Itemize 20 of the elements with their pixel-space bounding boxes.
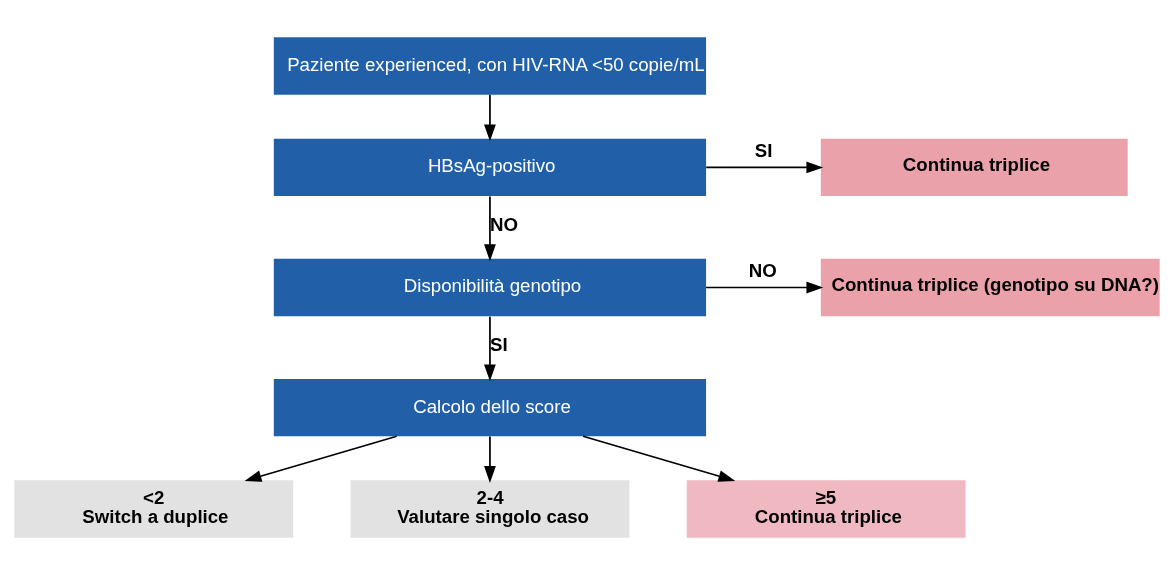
node-box: <2 Switch a duplice	[14, 480, 294, 538]
node-box: Continua triplice (genotipo su DNA?)	[820, 258, 1160, 317]
edge-label: NO	[748, 260, 777, 282]
node-box: HBsAg-positivo	[273, 138, 707, 197]
arrow	[484, 315, 496, 382]
edge-label: NO	[489, 214, 518, 236]
arrow	[705, 161, 824, 174]
node-box: ≥5 Continua triplice	[686, 480, 966, 538]
arrow	[484, 195, 496, 262]
edge-label: SI	[754, 140, 773, 162]
node-box: Calcolo dello score	[273, 378, 707, 437]
arrow	[244, 435, 398, 482]
node-box: 2-4 Valutare singolo caso	[350, 480, 630, 538]
arrow	[582, 435, 736, 482]
arrow	[705, 281, 824, 294]
node-box: Disponibilità genotipo	[273, 258, 707, 317]
arrow	[484, 435, 496, 483]
node-box: Paziente experienced, con HIV-RNA <50 copie/mL	[273, 37, 707, 95]
arrow	[484, 94, 496, 142]
node-box: Continua triplice	[820, 138, 1128, 197]
